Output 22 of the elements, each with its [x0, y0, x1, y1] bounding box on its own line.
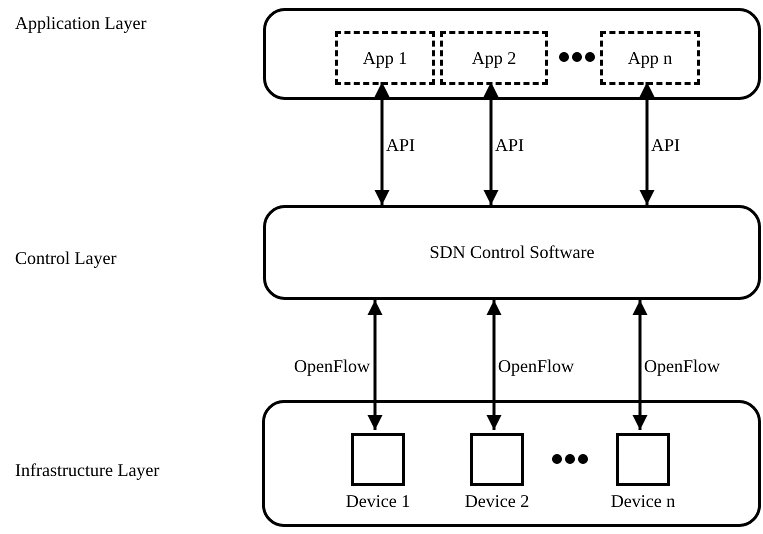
- double-arrow: [486, 300, 502, 430]
- app-box: [335, 31, 435, 85]
- device-label: Device 1: [346, 490, 410, 512]
- app-box: [440, 31, 548, 85]
- control-label: SDN Control Software: [430, 241, 594, 264]
- double-arrow: [484, 82, 498, 205]
- control-box: [263, 205, 761, 300]
- device-label: Device 2: [464, 490, 530, 512]
- layer-name: Application Layer: [15, 13, 146, 33]
- device-label: Device n: [610, 490, 676, 512]
- layer-name: Control Layer: [15, 248, 116, 268]
- layer-box: [262, 400, 761, 527]
- app-label: App n: [628, 46, 672, 70]
- double-arrow: [368, 300, 382, 430]
- double-arrow: [640, 82, 654, 205]
- layer-box: [263, 8, 761, 100]
- layer-name: Infrastructure Layer: [15, 460, 160, 480]
- app-label: App 2: [472, 46, 516, 70]
- double-arrow: [632, 300, 648, 430]
- app-label: App 1: [362, 46, 408, 70]
- app-box: [600, 31, 700, 85]
- double-arrow: [374, 82, 390, 205]
